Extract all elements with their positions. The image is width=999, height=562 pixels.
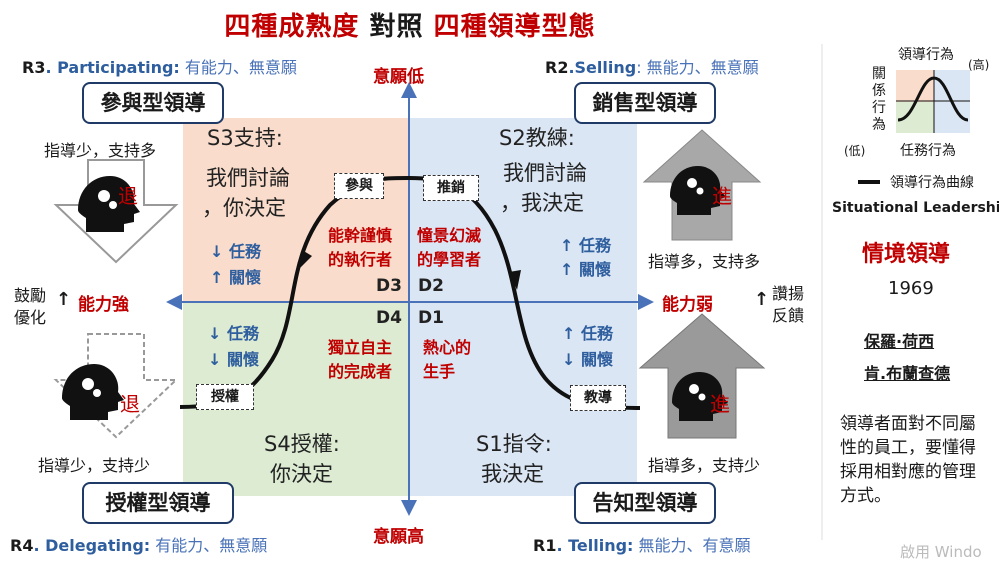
style-box-delegating: 授權型領導 <box>82 482 234 524</box>
leadership-curve <box>179 175 641 410</box>
maturity-d1-line1: 熱心的 <box>423 338 472 357</box>
maturity-d4-line2: 的完成者 <box>328 362 393 381</box>
head-icon-r4 <box>62 364 124 420</box>
s3-line2: ，你決定 <box>202 196 286 220</box>
s2-line1: 我們討論 <box>503 161 587 185</box>
maturity-d3-line2: 的執行者 <box>328 250 393 269</box>
legend-side-label: 關係行為 <box>872 66 886 133</box>
style-box-selling: 銷售型領導 <box>574 82 716 124</box>
legend-orange-area <box>896 70 934 102</box>
hint-r4: 指導少，支持少 <box>38 456 151 475</box>
hint-r1: 指導多，支持少 <box>648 456 761 475</box>
curve-arrow-left <box>296 250 312 272</box>
s3-line1: 我們討論 <box>206 166 290 190</box>
r3-header: R3. Participating: 有能力、無意願 <box>22 58 297 77</box>
maturity-d2-line1: 憧景幻滅 <box>417 226 482 245</box>
s2-title: S2教練: <box>499 126 575 150</box>
legend-top-label: 領導行為 <box>898 47 954 63</box>
side-label-right-2: 反饋 <box>772 306 805 325</box>
s4-task: ↓ 任務 <box>208 324 259 343</box>
legend-desc: 領導者面對不同屬性的員工，要懂得採用相對應的管理方式。 <box>840 414 976 506</box>
style-box-telling: 告知型領導 <box>574 482 716 524</box>
legend-low-label: (低) <box>844 144 866 158</box>
s3-care: ↑ 關懷 <box>210 268 261 287</box>
head-icon-r1 <box>672 372 728 421</box>
s3-title: S3支持: <box>207 126 283 150</box>
page-title: 四種成熟度 對照 四種領導型態 <box>224 12 596 42</box>
maturity-d1-line2: 生手 <box>423 362 456 381</box>
maturity-d3-line1: 能幹謹慎 <box>328 226 393 245</box>
s1-task: ↑ 任務 <box>562 324 613 343</box>
side-label-left-2: 優化 <box>14 308 47 327</box>
action-retreat-r4: 退 <box>120 392 140 416</box>
side-arrow-right: ↑ <box>754 289 770 310</box>
legend-curve-label: 領導行為曲線 <box>890 175 974 191</box>
s4-title: S4授權: <box>264 432 340 456</box>
legend-high-label: (高) <box>968 58 990 72</box>
r4-header: R4. Delegating: 有能力、無意願 <box>10 536 268 555</box>
action-retreat-r3: 退 <box>118 184 138 208</box>
axis-label-right: 能力弱 <box>662 295 713 315</box>
node-coach: 教導 <box>570 385 626 411</box>
legend-year: 1969 <box>888 278 934 299</box>
legend-curve <box>897 76 969 122</box>
style-box-participating: 參與型領導 <box>82 82 224 124</box>
s4-line1: 你決定 <box>270 462 333 486</box>
d4-label: D4 <box>376 308 402 328</box>
d2-label: D2 <box>418 276 444 296</box>
d1-label: D1 <box>418 308 444 328</box>
legend-author1: 保羅·荷西 <box>864 332 935 351</box>
d3-label: D3 <box>376 276 402 296</box>
maturity-d2-line2: 的學習者 <box>417 250 482 269</box>
axis-label-bottom: 意願高 <box>373 527 424 547</box>
head-icon-r3 <box>78 176 140 232</box>
s1-title: S1指令: <box>476 432 552 456</box>
side-label-right-1: 讚揚 <box>772 284 805 303</box>
node-delegate: 授權 <box>196 384 254 410</box>
side-label-left-1: 鼓勵 <box>14 286 47 305</box>
s1-care: ↓ 關懷 <box>562 350 613 369</box>
curve-arrow-right <box>509 270 521 290</box>
legend-author2: 肯.布蘭查德 <box>864 364 951 383</box>
legend-bottom-label: 任務行為 <box>900 143 956 159</box>
legend-zh: 情境領導 <box>862 242 951 267</box>
hint-r2: 指導多，支持多 <box>648 252 761 271</box>
watermark: 啟用 Windo <box>900 543 982 561</box>
s2-task: ↑ 任務 <box>560 236 611 255</box>
legend-en: Situational Leadership <box>832 200 999 216</box>
s3-task: ↓ 任務 <box>210 242 261 261</box>
axis-label-left: 能力強 <box>78 295 129 315</box>
head-icon-r2 <box>670 166 726 215</box>
axis-label-top: 意願低 <box>373 67 424 87</box>
s2-line2: ，我決定 <box>500 191 584 215</box>
node-sell: 推銷 <box>423 175 479 201</box>
s4-care: ↓ 關懷 <box>208 350 259 369</box>
side-arrow-left: ↑ <box>56 289 72 310</box>
node-participate: 參與 <box>334 173 384 199</box>
action-advance-r2: 進 <box>712 184 732 208</box>
r1-header: R1. Telling: 無能力、有意願 <box>533 536 751 555</box>
maturity-d4-line1: 獨立自主 <box>328 338 393 357</box>
r2-header: R2.Selling: 無能力、無意願 <box>545 58 759 77</box>
s2-care: ↑ 關懷 <box>560 260 611 279</box>
hint-r3: 指導少，支持多 <box>44 141 157 160</box>
quadrant-s2 <box>409 118 637 302</box>
s1-line1: 我決定 <box>481 462 544 486</box>
action-advance-r1: 進 <box>710 392 730 416</box>
